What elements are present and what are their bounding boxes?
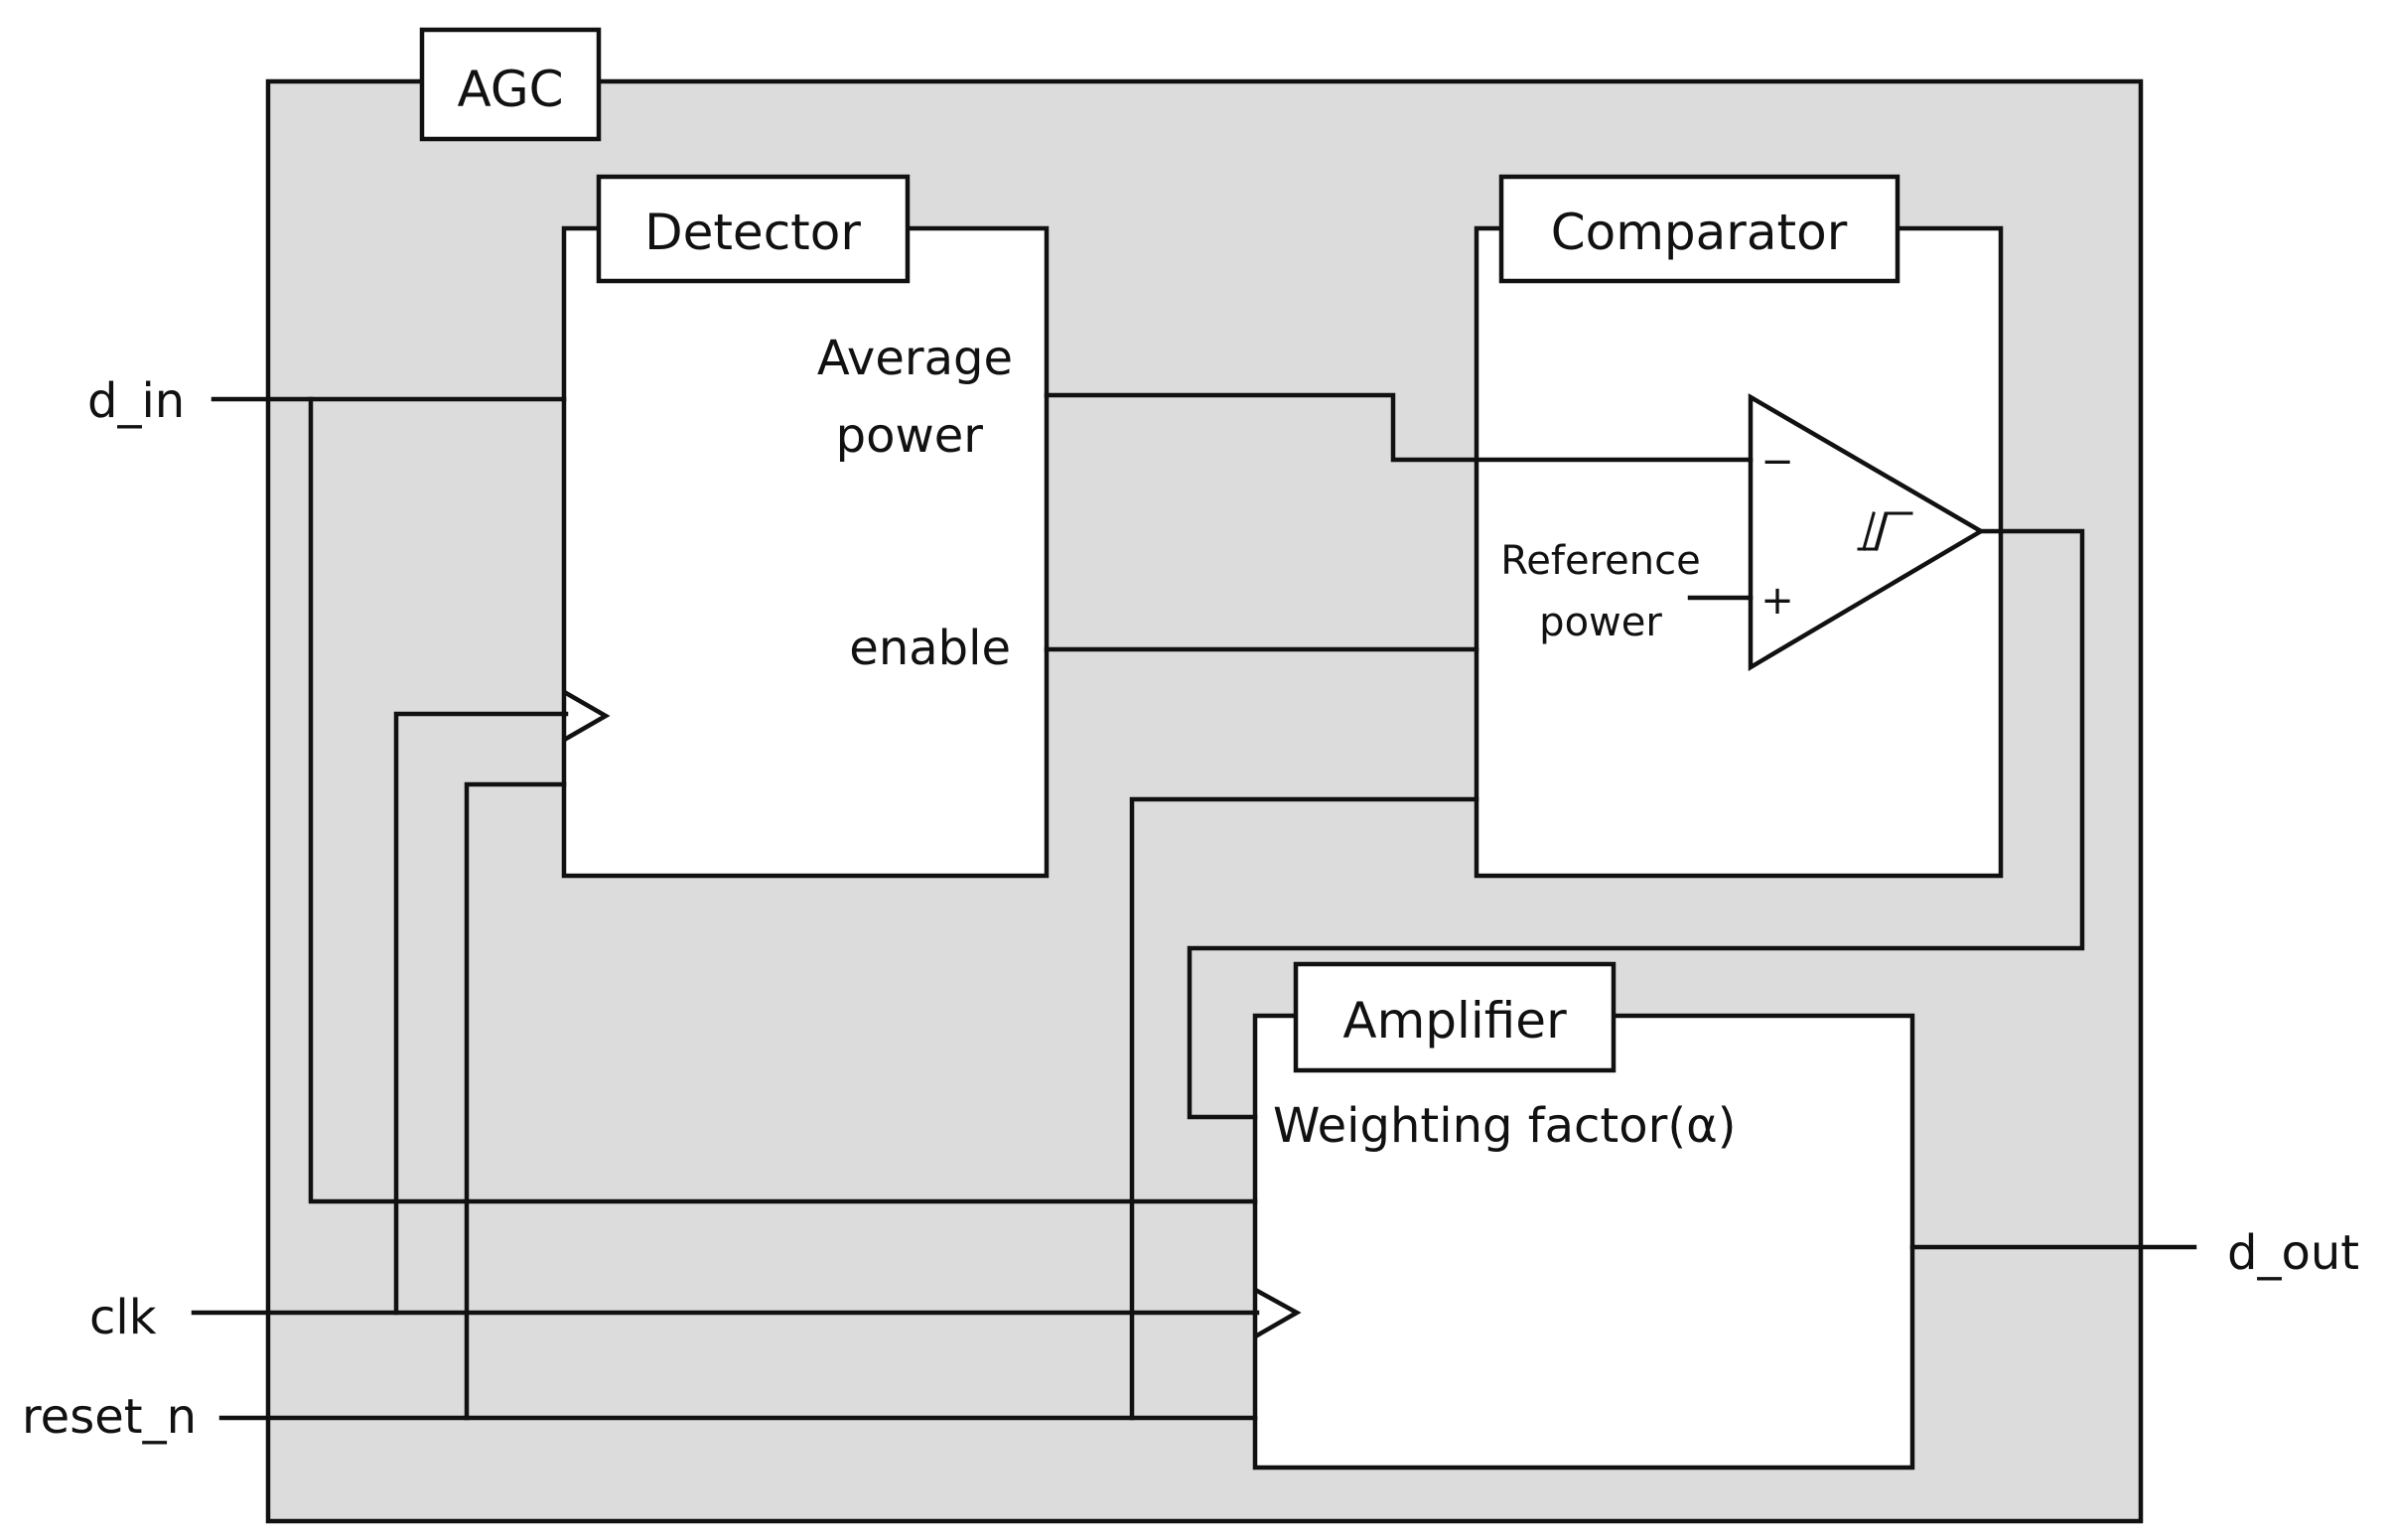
detector-box	[561, 225, 1050, 879]
port-label-d-in: d_in	[87, 373, 185, 429]
agc-title: AGC	[458, 61, 564, 118]
wire-reset-n-to-comparator	[1129, 796, 1479, 1421]
detector-average-label-line2: power	[836, 408, 984, 464]
amplifier-weighting-label: Weighting factor(α)	[1273, 1098, 1736, 1154]
detector-title-tab	[596, 174, 911, 284]
comparator-ref-label-line1: Reference	[1500, 538, 1700, 584]
port-label-d-out: d_out	[2227, 1225, 2359, 1281]
comparator-title-tab	[1498, 174, 1900, 284]
detector-average-label-line1: Average	[817, 331, 1013, 386]
wire-d-in-to-amplifier	[308, 396, 1258, 1204]
detector-title: Detector	[644, 204, 861, 261]
opamp-plus-sign: +	[1760, 578, 1794, 624]
wire-comparator-output	[1187, 528, 2085, 1120]
port-label-reset-n: reset_n	[22, 1389, 197, 1445]
comparator-title: Comparator	[1551, 204, 1848, 261]
wire-reset-n-to-detector	[464, 781, 567, 1421]
port-label-clk: clk	[89, 1290, 157, 1345]
hysteresis-icon	[1857, 511, 1913, 551]
amplifier-clock-marker	[1253, 1287, 1302, 1339]
opamp-minus-sign: −	[1760, 439, 1794, 485]
agc-title-tab	[419, 27, 602, 142]
detector-enable-label: enable	[849, 621, 1011, 676]
amplifier-title-tab	[1293, 961, 1617, 1073]
comparator-ref-label-line2: power	[1539, 600, 1662, 645]
amplifier-title: Amplifier	[1342, 992, 1567, 1050]
wire-clk-to-detector	[393, 711, 569, 1316]
amplifier-box	[1252, 1013, 1915, 1470]
detector-clock-marker	[562, 689, 611, 743]
opamp-triangle-icon	[1748, 393, 1986, 671]
wire-average-power	[1044, 392, 1754, 463]
